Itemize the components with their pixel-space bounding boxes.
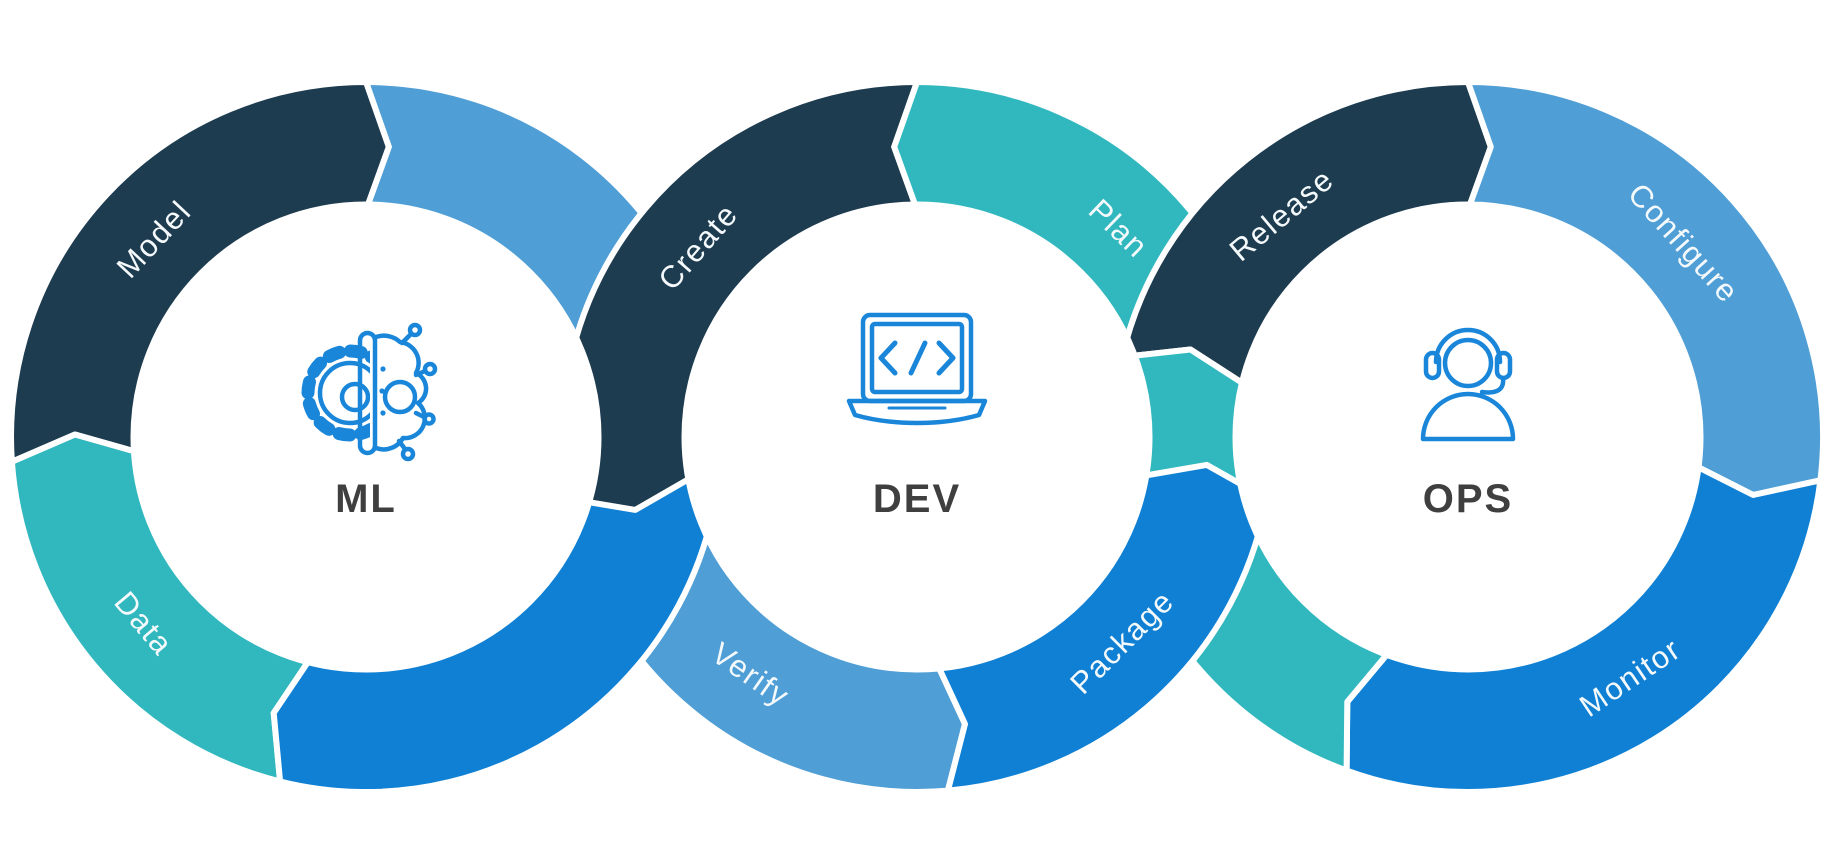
gear-brain-icon (301, 322, 438, 462)
laptop-base (846, 398, 988, 426)
headset-earpiece-left (1423, 350, 1442, 381)
brain-lobe (382, 379, 418, 415)
circuit-node (400, 446, 416, 462)
gear-hub (339, 381, 370, 413)
support-person-icon (1420, 327, 1516, 442)
circuit-node (407, 322, 423, 338)
dev-inner-disc (681, 201, 1153, 673)
headset-band (1433, 327, 1503, 365)
circuit-node (422, 361, 438, 377)
code-glyph (878, 340, 956, 376)
laptop-screen-inner (869, 321, 965, 395)
circuit-stem (396, 438, 408, 452)
ml-center-label: ML (335, 477, 397, 521)
gear-body (317, 360, 370, 426)
laptop-code-icon (846, 312, 988, 426)
brain-dotted-line (379, 366, 386, 416)
dev-center-label: DEV (873, 477, 961, 521)
circuit-node (422, 412, 436, 426)
gear-teeth (301, 344, 370, 442)
person-head (1442, 337, 1494, 389)
circuit-stem (399, 331, 414, 346)
brain-divider (357, 330, 378, 456)
circuit-stem (413, 410, 427, 420)
person-shoulders (1420, 391, 1516, 442)
ops-center-label: OPS (1423, 477, 1513, 521)
headset-mic (1479, 375, 1506, 395)
